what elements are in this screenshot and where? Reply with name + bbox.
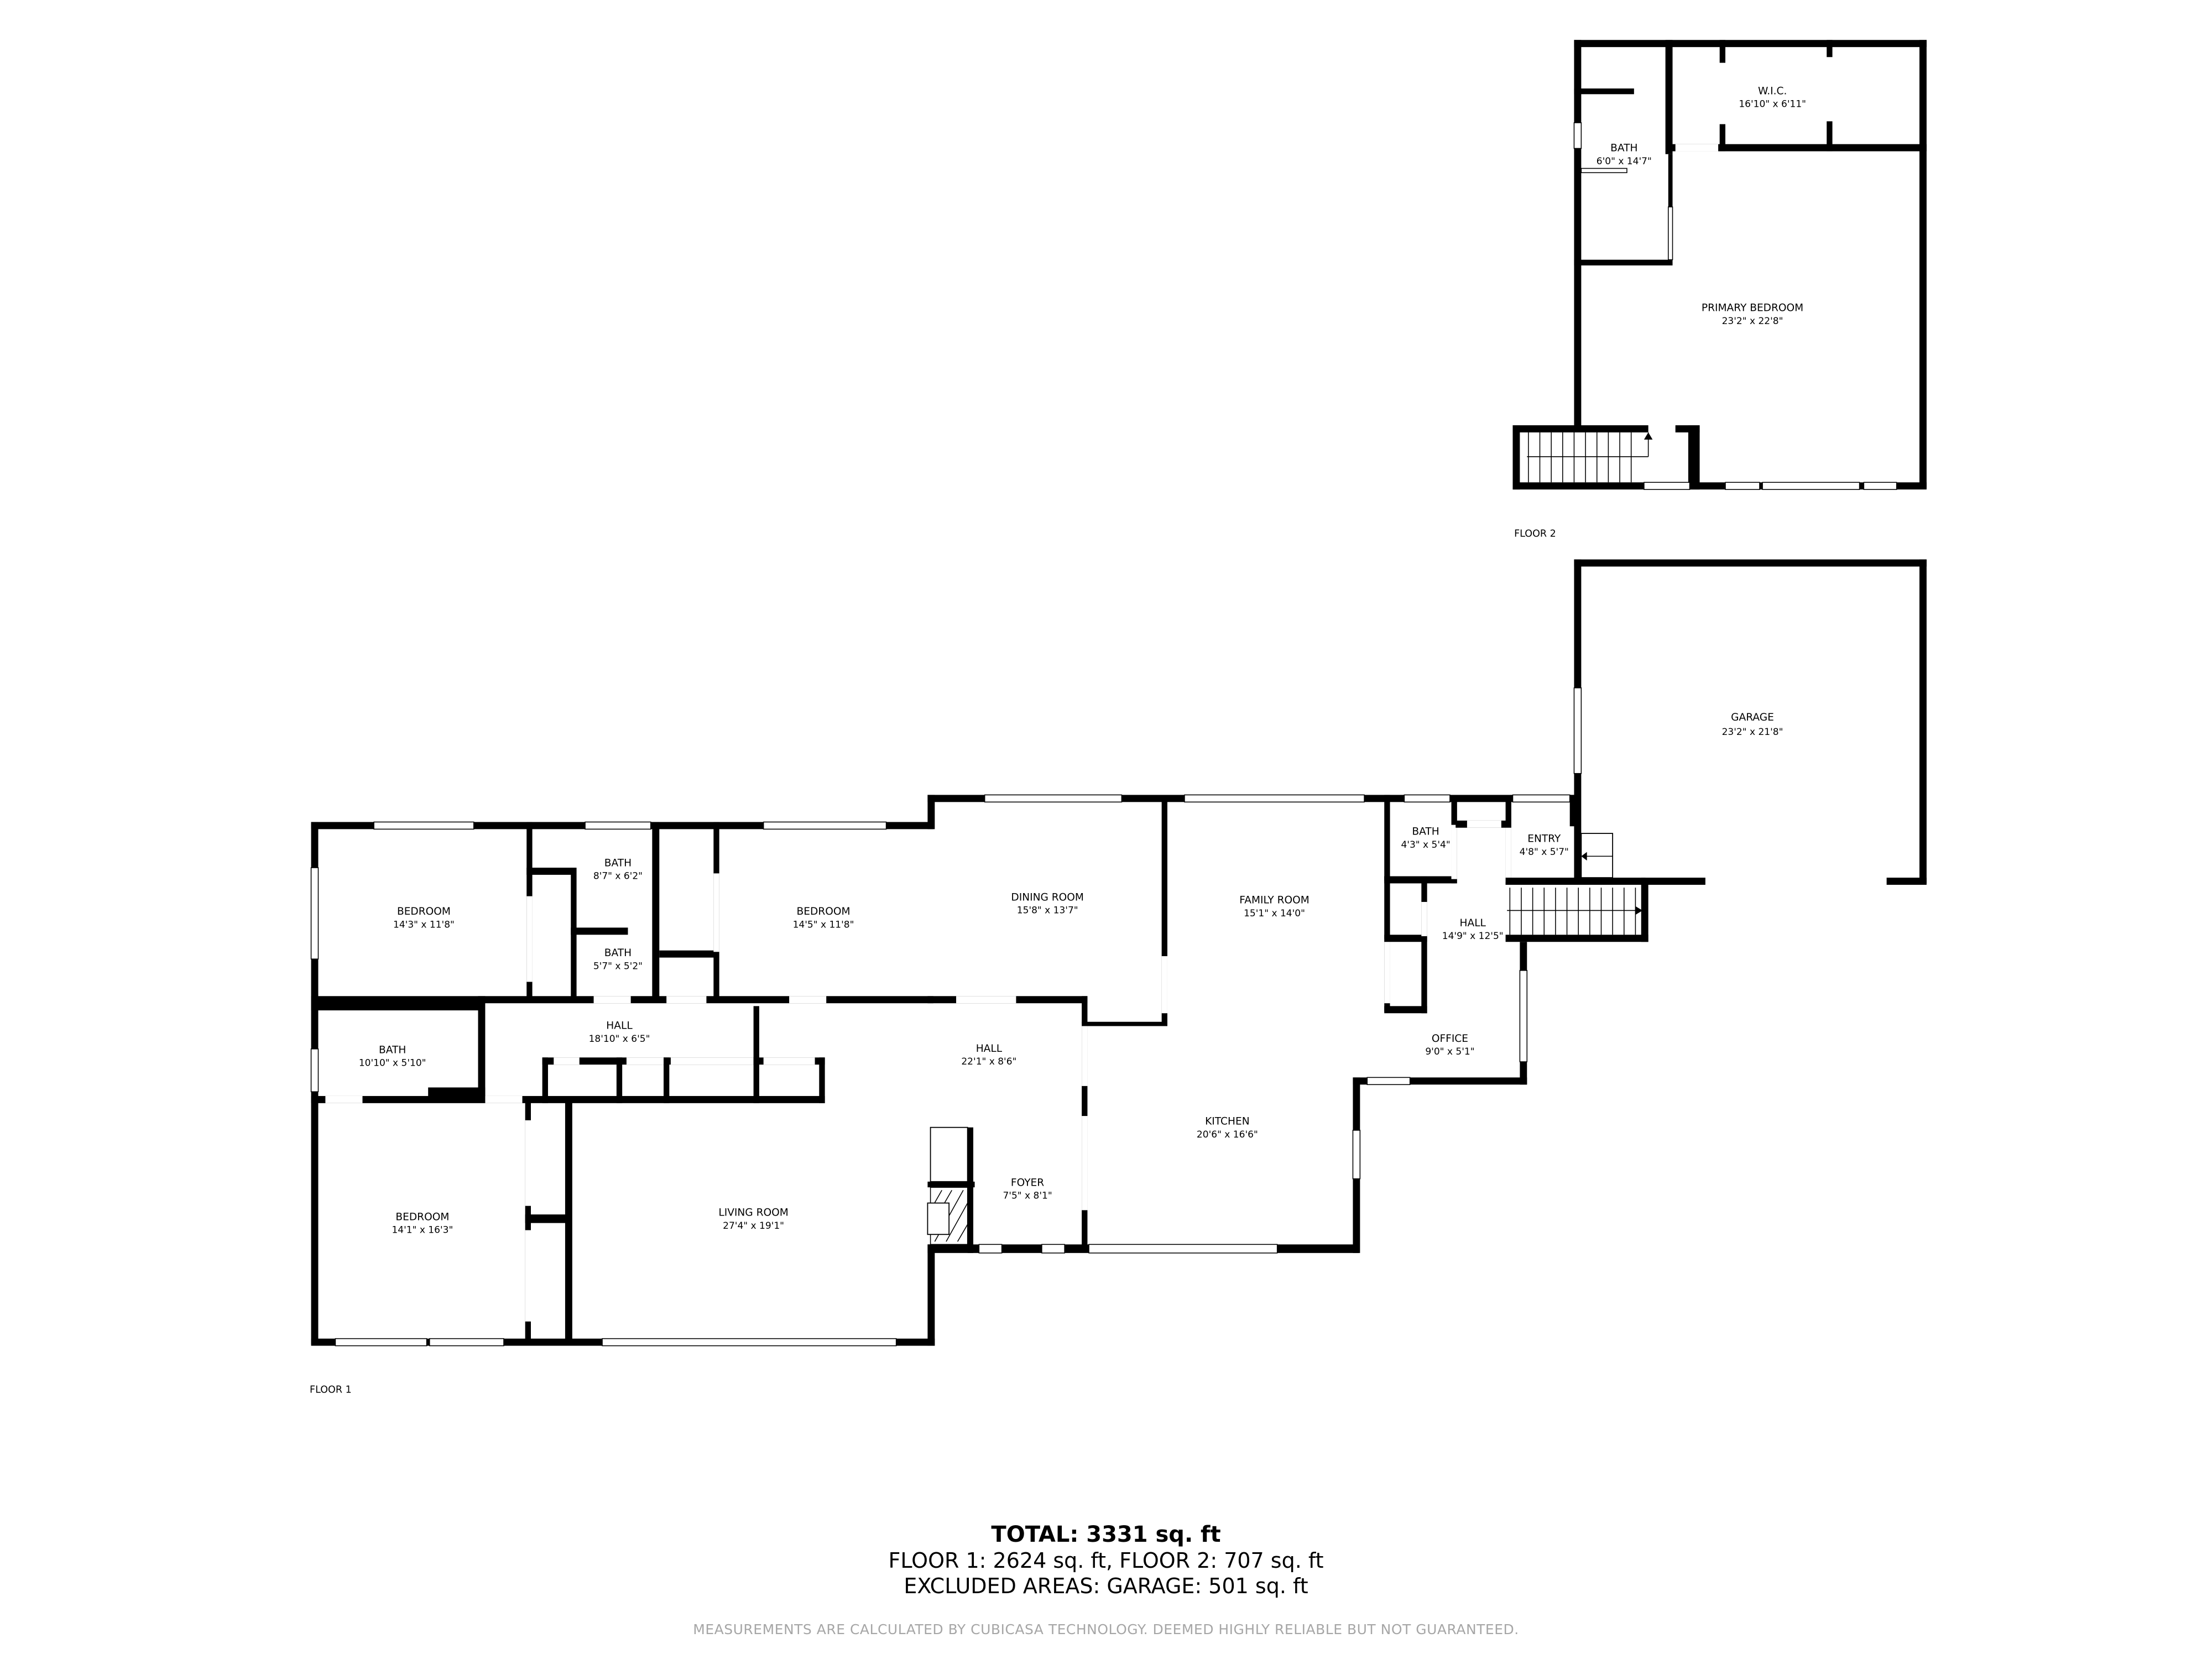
- bedroom-nw-dimensions: 14'3" x 11'8": [393, 919, 455, 930]
- floor-1-plan: BEDROOM 14'3" x 11'8" BATH 8'7" x 6'2" B…: [310, 794, 1648, 1396]
- total-area: TOTAL: 3331 sq. ft: [991, 1522, 1221, 1547]
- hall-west-dimensions: 18'10" x 6'5": [589, 1034, 650, 1045]
- disclaimer: MEASUREMENTS ARE CALCULATED BY CUBICASA …: [693, 1621, 1519, 1637]
- hall-west-name: HALL: [606, 1020, 633, 1032]
- family-room-dimensions: 15'1" x 14'0": [1244, 908, 1305, 919]
- floor2-bath-name: BATH: [1610, 143, 1637, 154]
- bath-west-name: BATH: [379, 1045, 406, 1056]
- floor2-bath-dimensions: 6'0" x 14'7": [1597, 156, 1652, 167]
- family-room-name: FAMILY ROOM: [1239, 895, 1310, 906]
- bath-west-dimensions: 10'10" x 5'10": [359, 1058, 426, 1069]
- garage-name: GARAGE: [1731, 712, 1774, 723]
- bath-upper-dimensions: 8'7" x 6'2": [593, 871, 643, 882]
- floor-2-label: FLOOR 2: [1514, 528, 1556, 539]
- bath-small-name: BATH: [1412, 826, 1439, 838]
- garage-plan: GARAGE 23'2" x 21'8": [1573, 559, 1927, 885]
- bedroom-sw-name: BEDROOM: [395, 1211, 449, 1223]
- bath-upper-name: BATH: [604, 857, 632, 869]
- hall-east-name: HALL: [1460, 917, 1486, 929]
- entry-name: ENTRY: [1527, 833, 1561, 845]
- wic-dimensions: 16'10" x 6'11": [1739, 99, 1806, 110]
- bedroom-n-name: BEDROOM: [797, 906, 851, 917]
- floor-2-plan: W.I.C. 16'10" x 6'11" BATH 6'0" x 14'7" …: [1512, 40, 1927, 539]
- office-dimensions: 9'0" x 5'1": [1425, 1046, 1474, 1057]
- bedroom-n-dimensions: 14'5" x 11'8": [793, 919, 854, 930]
- dining-room-name: DINING ROOM: [1011, 891, 1084, 903]
- wic-name: W.I.C.: [1758, 85, 1787, 97]
- hall-center-dimensions: 22'1" x 8'6": [961, 1056, 1016, 1067]
- living-room-dimensions: 27'4" x 19'1": [723, 1220, 784, 1232]
- dining-room-dimensions: 15'8" x 13'7": [1017, 905, 1078, 916]
- excluded-areas: EXCLUDED AREAS: GARAGE: 501 sq. ft: [904, 1574, 1308, 1598]
- foyer-dimensions: 7'5" x 8'1": [1003, 1191, 1052, 1202]
- stairs-floor-1: [1507, 888, 1643, 935]
- bedroom-sw-dimensions: 14'1" x 16'3": [392, 1225, 453, 1236]
- kitchen-dimensions: 20'6" x 16'6": [1197, 1129, 1258, 1140]
- hall-center-name: HALL: [976, 1043, 1003, 1055]
- primary-bedroom-name: PRIMARY BEDROOM: [1702, 302, 1803, 314]
- garage-dimensions: 23'2" x 21'8": [1722, 727, 1783, 738]
- bath-lower-dimensions: 5'7" x 5'2": [593, 961, 643, 972]
- bedroom-nw-name: BEDROOM: [397, 906, 451, 917]
- floor-1-label: FLOOR 1: [310, 1385, 352, 1396]
- floor-areas: FLOOR 1: 2624 sq. ft, FLOOR 2: 707 sq. f…: [888, 1548, 1324, 1573]
- stairs-floor-2: [1527, 432, 1653, 483]
- primary-bedroom-dimensions: 23'2" x 22'8": [1722, 316, 1783, 327]
- kitchen-name: KITCHEN: [1205, 1116, 1249, 1128]
- foyer-name: FOYER: [1011, 1177, 1044, 1189]
- living-room-name: LIVING ROOM: [718, 1207, 788, 1219]
- office-name: OFFICE: [1432, 1033, 1468, 1045]
- bath-lower-name: BATH: [604, 947, 632, 959]
- hall-east-dimensions: 14'9" x 12'5": [1442, 931, 1504, 942]
- entry-dimensions: 4'8" x 5'7": [1520, 847, 1569, 858]
- bath-small-dimensions: 4'3" x 5'4": [1401, 839, 1450, 851]
